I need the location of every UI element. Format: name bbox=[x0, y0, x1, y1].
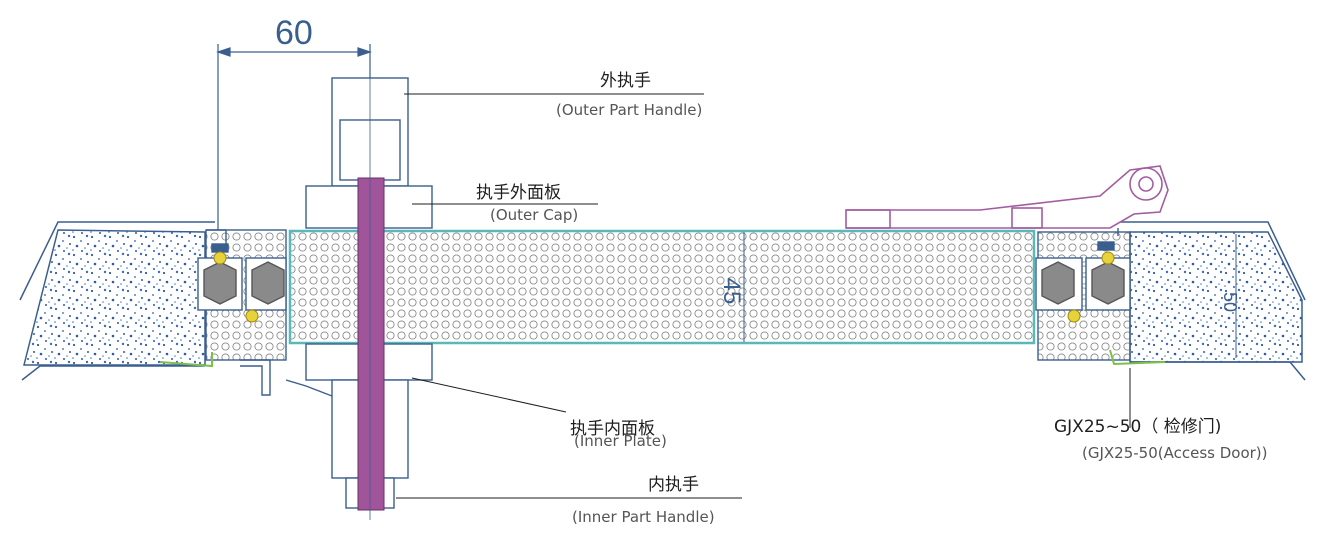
outer-handle-label-en: (Outer Part Handle) bbox=[556, 101, 703, 119]
right-gasket-bottom bbox=[1067, 309, 1081, 323]
right-gasket-top bbox=[1101, 251, 1115, 265]
right-wall-skin-lower bbox=[1130, 361, 1306, 381]
outer-cap-label-cn: 执手外面板 bbox=[476, 183, 561, 203]
left-gasket-top bbox=[213, 251, 227, 265]
outer-cap-label-en: (Outer Cap) bbox=[490, 206, 579, 224]
right-wall-insulation bbox=[1129, 231, 1303, 363]
left-frame-profile bbox=[197, 229, 287, 396]
handle-bolt bbox=[357, 177, 385, 511]
leader-lines bbox=[396, 93, 1131, 499]
left-seal bbox=[159, 352, 213, 368]
inner-handle-label-en: (Inner Part Handle) bbox=[572, 508, 715, 526]
left-wall-skin-lower bbox=[21, 365, 205, 381]
inner-plate-label-cn: 执手内面板 bbox=[570, 419, 655, 439]
door-panel-core bbox=[288, 229, 1036, 345]
left-wall-skin bbox=[19, 221, 215, 301]
frame-dimension-value: 50 bbox=[1220, 292, 1240, 312]
panel-dimension-value: 45 bbox=[718, 278, 745, 305]
outer-handle-label-cn: 外执手 bbox=[600, 71, 651, 91]
right-wall-skin bbox=[1120, 221, 1306, 301]
left-gasket-bottom bbox=[245, 309, 259, 323]
gap-dimension-value: 60 bbox=[275, 14, 313, 52]
gap-dimension bbox=[216, 44, 372, 230]
model-label-cn: GJX25~50（ 检修门) bbox=[1054, 417, 1222, 437]
right-seal bbox=[1109, 349, 1166, 366]
inner-plate-label-en: (Inner Plate) bbox=[574, 432, 667, 450]
hinge bbox=[845, 165, 1169, 229]
right-frame-profile bbox=[1035, 228, 1131, 361]
model-label-en: (GJX25-50(Access Door)) bbox=[1082, 444, 1268, 462]
left-wall-insulation bbox=[23, 229, 206, 366]
inner-handle-label-cn: 内执手 bbox=[648, 475, 699, 495]
